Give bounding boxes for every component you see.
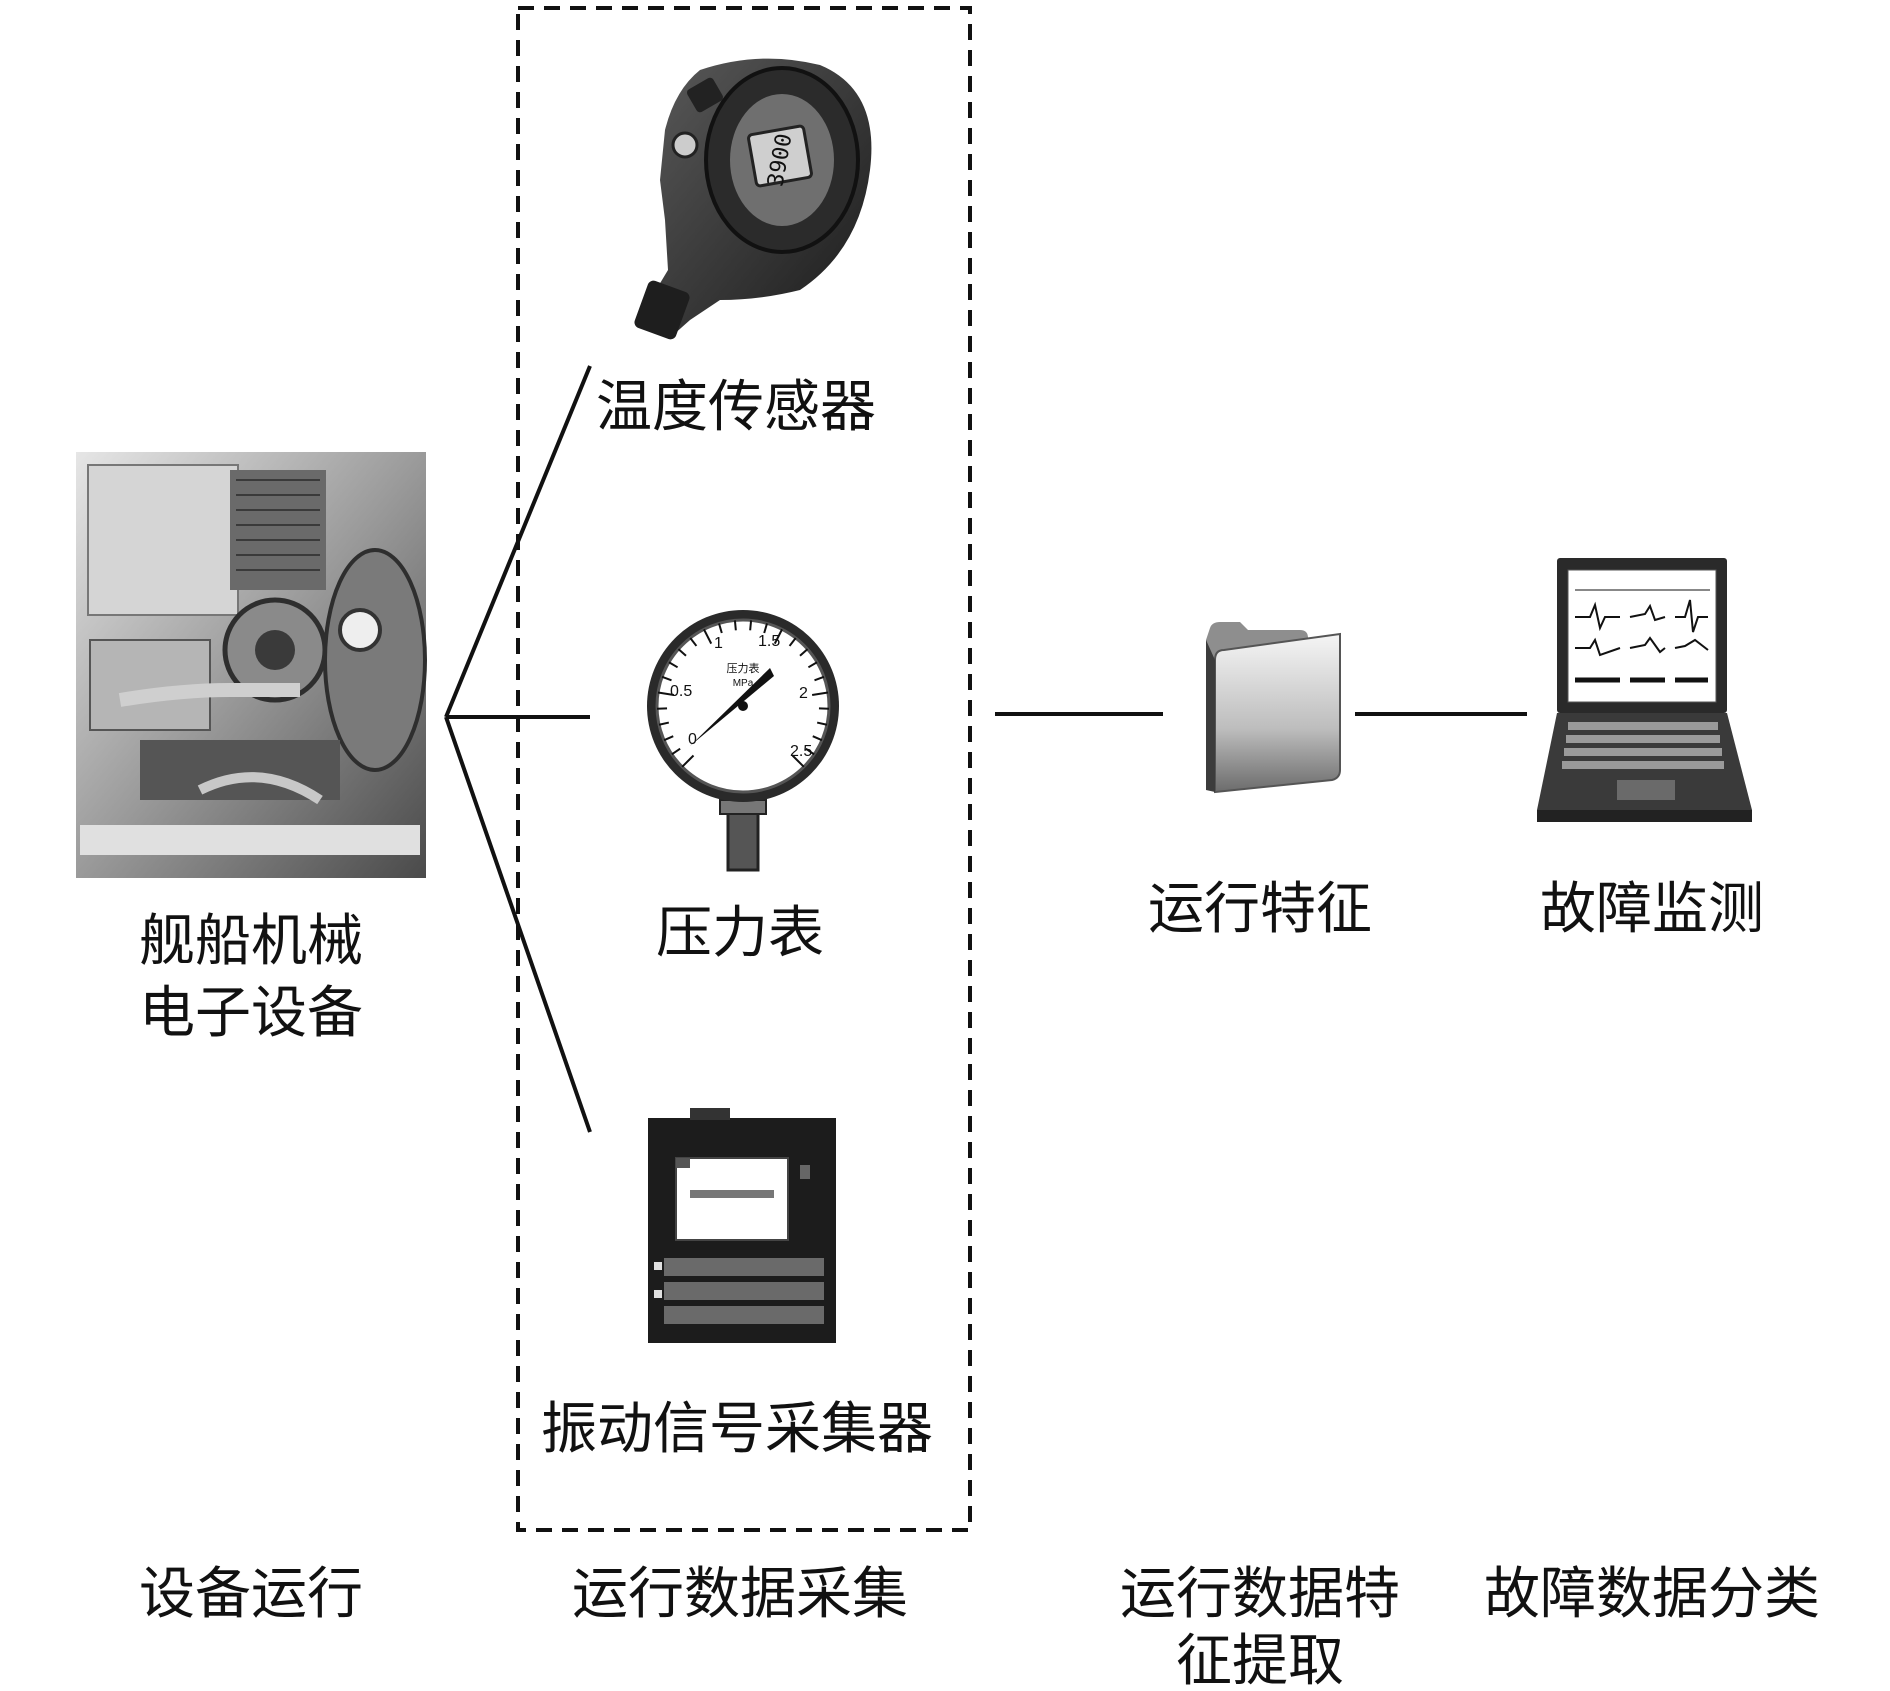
gauge-tick (805, 747, 815, 756)
gauge-dial-title: 压力表 (727, 661, 760, 675)
gauge-tick-label-1: 1 (714, 635, 723, 652)
gauge-tick (703, 628, 713, 645)
gauge-tick (812, 735, 823, 742)
gauge-tick (657, 691, 675, 697)
gauge-tick (681, 754, 695, 768)
gauge-tick-label-0.5: 0.5 (670, 683, 692, 700)
gauge-tick (816, 721, 828, 726)
gauge-tick (811, 691, 829, 697)
gauge-tick (749, 620, 753, 631)
stage-data-collection: 运行数据采集 (572, 1562, 908, 1627)
gauge-tick (718, 623, 723, 634)
connector-to-vibration-collector (444, 716, 592, 1133)
temperature-sensor-image: 3900 (634, 58, 872, 340)
pressure-gauge-label: 压力表 (656, 901, 824, 966)
features-label: 运行特征 (1148, 877, 1372, 942)
gauge-tick (773, 628, 783, 645)
gauge-tick (671, 747, 681, 756)
gauge-tick (799, 648, 809, 657)
gauge-tick-label-1.5: 1.5 (758, 633, 780, 650)
gauge-tick (763, 623, 768, 634)
vibration-collector-image (648, 1108, 836, 1343)
gauge-tick (661, 675, 672, 682)
fault-monitoring-label: 故障监测 (1540, 877, 1764, 942)
gauge-dial-unit: MPa (733, 678, 754, 689)
gauge-tick (788, 637, 797, 647)
collector-terminal-rows (664, 1258, 824, 1324)
stage-fault-classification: 故障数据分类 (1484, 1562, 1820, 1627)
equipment-label-line2: 电子设备 (139, 981, 363, 1046)
laptop-icon (1537, 558, 1752, 822)
equipment-label-line1: 舰船机械 (139, 909, 363, 974)
gauge-tick (733, 620, 737, 631)
gauge-tick (668, 661, 679, 669)
gauge-tick (663, 735, 674, 742)
gauge-tick (677, 648, 687, 657)
stage-feature-extraction-line2: 征提取 (1176, 1629, 1344, 1691)
gauge-tick-label-2: 2 (799, 685, 808, 702)
gauge-tick-marks (657, 620, 829, 768)
data-collection-dashed-box (516, 6, 972, 1532)
gauge-tick-label-0: 0 (688, 731, 697, 748)
laptop-keyboard (1562, 722, 1724, 769)
gauge-tick (689, 637, 698, 647)
stage-feature-extraction-line1: 运行数据特 (1120, 1562, 1400, 1627)
stage-equipment-operation: 设备运行 (139, 1562, 363, 1627)
laptop-screen-waveforms (1575, 589, 1710, 683)
gauge-tick (791, 754, 805, 768)
gauge-needle (690, 668, 774, 746)
vibration-collector-label: 振动信号采集器 (541, 1397, 933, 1462)
connector-to-temperature-sensor (444, 365, 592, 718)
gauge-tick (814, 675, 825, 682)
folder-icon (1206, 622, 1341, 794)
temperature-sensor-label: 温度传感器 (596, 375, 876, 440)
gauge-tick (807, 661, 818, 669)
pressure-gauge-image: 0 0.5 1 1.5 2 2.5 压力表 MPa (647, 610, 839, 872)
gauge-tick-label-2.5: 2.5 (790, 743, 812, 760)
gauge-tick (658, 721, 670, 726)
ship-equipment-image (76, 452, 427, 878)
branch-connectors (444, 365, 1527, 1133)
